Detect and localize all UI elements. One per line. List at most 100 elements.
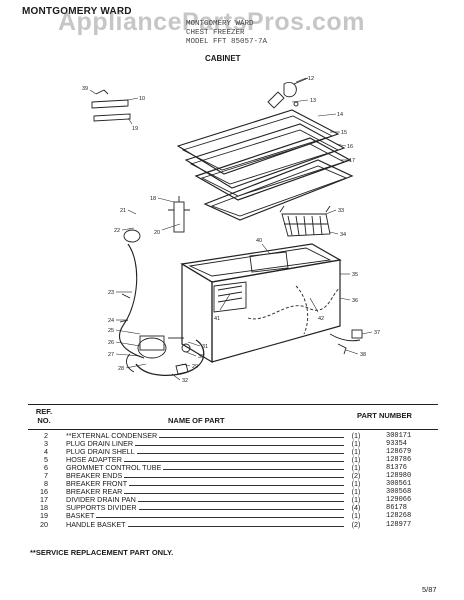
control-tube — [168, 196, 190, 233]
part-name-text: GROMMET CONTROL TUBE — [66, 464, 164, 473]
ref-number: 5 — [44, 455, 48, 465]
callout: 34 — [340, 232, 346, 238]
ref-number: 17 — [40, 495, 48, 505]
quantity: (2) — [351, 471, 361, 481]
part-number: 93354 — [386, 440, 408, 449]
quantity: (1) — [351, 439, 361, 449]
part-name-text: BREAKER ENDS — [66, 472, 125, 481]
lid-handle — [267, 77, 309, 109]
callout: 14 — [337, 112, 343, 118]
ref-number: 16 — [40, 487, 48, 497]
quantity: (1) — [351, 463, 361, 473]
quantity: (1) — [351, 487, 361, 497]
model-line: MODEL FFT 85057-7A — [186, 38, 268, 46]
table-top-rule — [28, 404, 438, 405]
part-number: 129066 — [386, 496, 412, 505]
callout: 12 — [308, 76, 314, 82]
callout: 39 — [82, 86, 88, 92]
callout: 32 — [182, 378, 188, 384]
callout: 33 — [338, 208, 344, 214]
ref-number: 6 — [44, 463, 48, 473]
callout: 26 — [108, 340, 114, 346]
part-name-text: BREAKER FRONT — [66, 480, 130, 489]
part-name: BREAKER ENDS — [66, 472, 344, 481]
callout: 18 — [150, 196, 156, 202]
ref-number: 3 — [44, 439, 48, 449]
brand-name: MONTGOMERY WARD — [22, 6, 132, 17]
ref-number: 2 — [44, 431, 48, 440]
part-name: SUPPORTS DIVIDER — [66, 504, 344, 513]
part-name: PLUG DRAIN LINER — [66, 440, 344, 449]
callout: 36 — [352, 298, 358, 304]
ref-number: 19 — [40, 511, 48, 521]
table-row: 5 HOSE ADAPTER (1) 128786 — [28, 455, 440, 465]
quantity: (2) — [351, 519, 361, 529]
quantity: (1) — [351, 455, 361, 465]
callout: 42 — [318, 316, 324, 322]
part-name: **EXTERNAL CONDENSER — [66, 432, 344, 440]
callout: 21 — [120, 208, 126, 214]
quantity: (1) — [351, 495, 361, 505]
callout-labels: 10 19 12 13 14 15 16 17 18 20 21 22 23 2… — [82, 76, 380, 384]
callout: 20 — [154, 230, 160, 236]
part-name-text: DIVIDER DRAIN PAN — [66, 496, 138, 505]
ref-number: 4 — [44, 447, 48, 457]
part-name-text: PLUG DRAIN LINER — [66, 440, 136, 449]
callout: 17 — [349, 158, 355, 164]
basket — [279, 205, 331, 237]
part-number: 300561 — [386, 480, 412, 489]
quantity: (1) — [351, 447, 361, 457]
quantity: (1) — [351, 431, 361, 440]
part-name: PLUG DRAIN SHELL — [66, 448, 344, 457]
callout: 38 — [360, 352, 366, 358]
callout: 10 — [139, 96, 145, 102]
exploded-cabinet-diagram: 10 19 12 13 14 15 16 17 18 20 21 22 23 2… — [82, 76, 380, 384]
callout: 13 — [310, 98, 316, 104]
table-row: 6 GROMMET CONTROL TUBE (1) 81376 — [28, 463, 440, 473]
table-row: 7 BREAKER ENDS (2) 128980 — [28, 471, 440, 481]
watermark: AppliancePartsPros.com — [58, 8, 365, 36]
name-of-part-header: NAME OF PART — [168, 416, 225, 425]
cabinet-body — [180, 243, 342, 364]
part-name-text: HOSE ADAPTER — [66, 456, 124, 465]
part-number: 128980 — [386, 472, 412, 481]
callout: 31 — [202, 344, 208, 350]
ref-number: 20 — [40, 519, 48, 529]
callout: 16 — [347, 144, 353, 150]
part-name-text: BREAKER REAR — [66, 488, 125, 497]
callout: 41 — [214, 316, 220, 322]
part-name: GROMMET CONTROL TUBE — [66, 464, 344, 473]
ref-number: 8 — [44, 479, 48, 489]
callout: 15 — [341, 130, 347, 136]
part-name-text: HANDLE BASKET — [66, 520, 128, 529]
callout: 19 — [132, 126, 138, 132]
ref-number: 7 — [44, 471, 48, 481]
table-row: 2 **EXTERNAL CONDENSER (1) 300171 — [28, 432, 440, 440]
table-row: 17 DIVIDER DRAIN PAN (1) 129066 — [28, 495, 440, 505]
part-number-header: PART NUMBER — [357, 411, 412, 420]
ref-no-header: REF. NO. — [35, 407, 53, 425]
footnote: **SERVICE REPLACEMENT PART ONLY. — [30, 548, 174, 557]
model-line: MONTGOMERY WARD — [186, 20, 254, 28]
quantity: (1) — [351, 511, 361, 521]
condenser-tube — [118, 229, 145, 359]
callout: 25 — [108, 328, 114, 334]
callout: 27 — [108, 352, 114, 358]
part-number: 81376 — [386, 464, 408, 473]
part-number: 86178 — [386, 504, 408, 513]
callout: 28 — [118, 366, 124, 372]
part-name-text: PLUG DRAIN SHELL — [66, 448, 137, 457]
callout: 35 — [352, 272, 358, 278]
callout: 30 — [198, 354, 204, 360]
callout: 37 — [374, 330, 380, 336]
compressor-assembly — [126, 335, 205, 377]
callout: 24 — [108, 318, 114, 324]
part-number: 300171 — [386, 432, 412, 440]
callout: 40 — [256, 238, 262, 244]
part-number: 128786 — [386, 456, 412, 465]
callout: 29 — [192, 364, 198, 370]
part-name: BREAKER REAR — [66, 488, 344, 497]
